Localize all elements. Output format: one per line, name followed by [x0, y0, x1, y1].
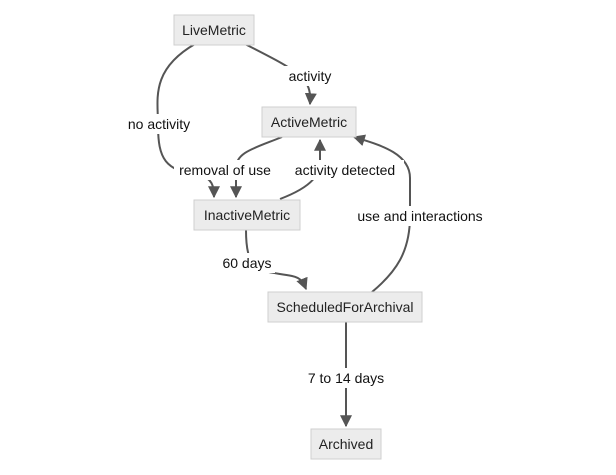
edge-label-7-to-14-days: 7 to 14 days — [304, 368, 388, 388]
edge-label-activity-detected-text: activity detected — [295, 162, 395, 178]
edge-label-removal-of-use: removal of use — [174, 160, 276, 180]
node-archived: Archived — [310, 428, 382, 460]
edge-label-activity: activity — [283, 66, 337, 86]
node-live-metric: LiveMetric — [173, 14, 255, 46]
node-inactive-metric-label: InactiveMetric — [204, 207, 290, 223]
edge-label-60-days: 60 days — [219, 253, 275, 273]
edge-label-use-and-interactions-text: use and interactions — [357, 208, 482, 224]
edge-label-60-days-text: 60 days — [222, 255, 271, 271]
edge-live-to-inactive — [156, 43, 220, 199]
node-archived-label: Archived — [319, 436, 373, 452]
node-live-metric-label: LiveMetric — [182, 22, 246, 38]
node-active-metric: ActiveMetric — [261, 106, 357, 138]
node-scheduled-for-archival: ScheduledForArchival — [267, 291, 423, 323]
nodes-layer: LiveMetric ActiveMetric InactiveMetric S… — [173, 14, 423, 460]
node-active-metric-label: ActiveMetric — [271, 114, 347, 130]
edge-label-use-and-interactions: use and interactions — [350, 206, 490, 226]
edge-label-activity-text: activity — [289, 68, 332, 84]
node-scheduled-for-archival-label: ScheduledForArchival — [277, 299, 414, 315]
edge-label-no-activity-text: no activity — [128, 116, 190, 132]
edge-scheduled-to-active — [352, 134, 411, 293]
edge-label-7-to-14-days-text: 7 to 14 days — [308, 370, 384, 386]
edge-label-no-activity: no activity — [121, 114, 197, 134]
node-inactive-metric: InactiveMetric — [193, 199, 301, 231]
edge-label-activity-detected: activity detected — [286, 160, 404, 180]
edge-label-removal-of-use-text: removal of use — [179, 162, 271, 178]
edge-labels-layer: activity no activity removal of use acti… — [121, 66, 490, 388]
